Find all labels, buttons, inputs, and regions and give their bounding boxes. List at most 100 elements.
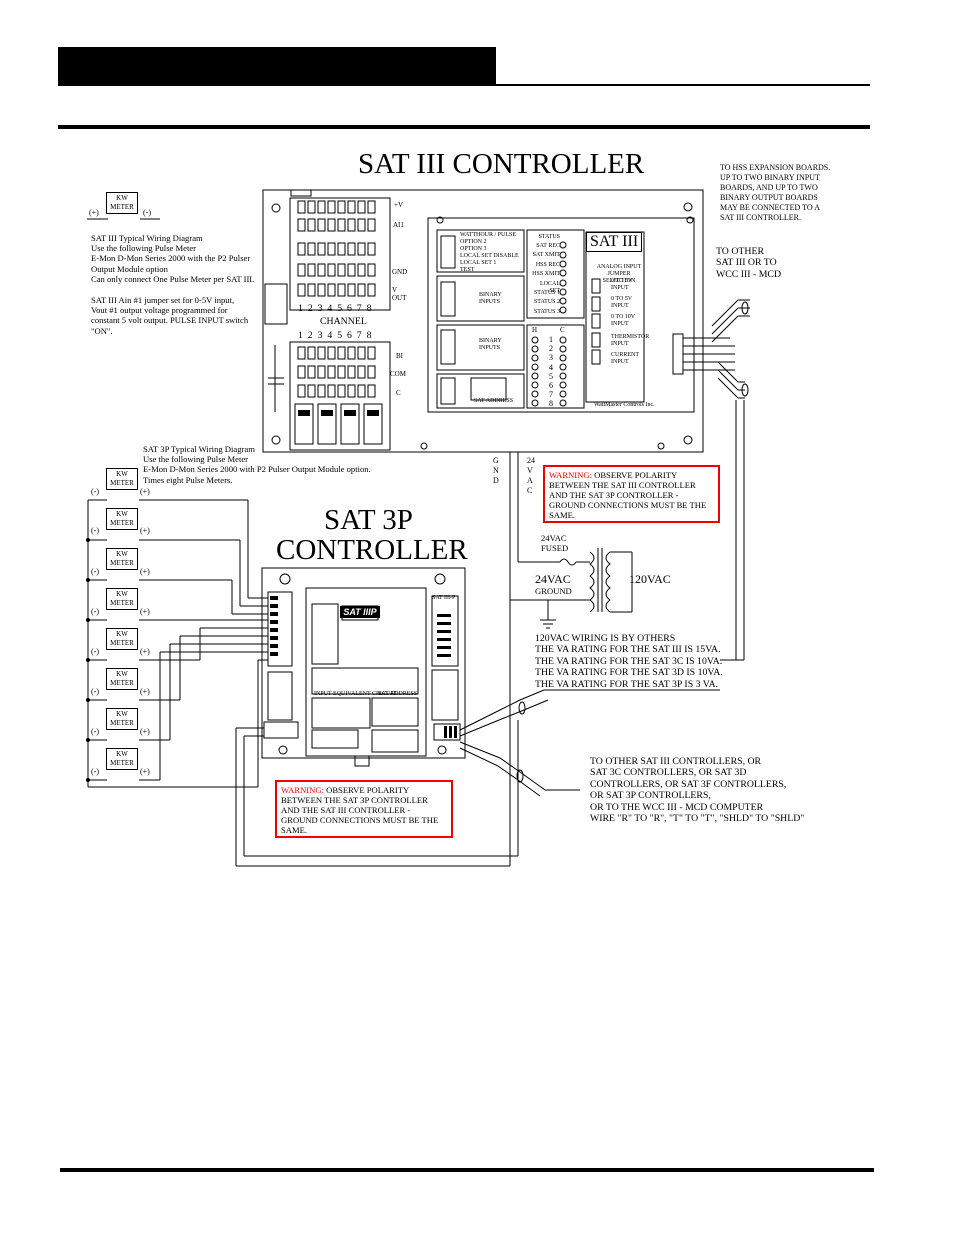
meter-line2: METER — [110, 203, 134, 211]
sat3-relay-number: 6 — [549, 380, 553, 390]
sat3-wiring-note: SAT III Typical Wiring Diagram Use the f… — [91, 233, 271, 284]
warning-word: WARNING: — [281, 785, 324, 795]
fused-line2: FUSED — [541, 543, 569, 554]
note-line: TO OTHER — [716, 246, 764, 257]
note-line: THE VA RATING FOR THE SAT III IS 15VA. — [535, 644, 721, 656]
sat3-status-led-label: STATUS 3 — [533, 308, 560, 315]
note-line: SAT III Typical Wiring Diagram — [91, 233, 203, 243]
meter-plus: (+) — [140, 567, 150, 576]
meter-plus: (+) — [140, 767, 150, 776]
warning-text: OBSERVE POLARITY BETWEEN THE SAT III CON… — [549, 470, 707, 520]
header-bar — [58, 47, 496, 84]
sat3-analog-option: CURRENT INPUT — [611, 352, 639, 365]
sat3-channel-numbers-top: 1 2 3 4 5 6 7 8 — [298, 303, 372, 314]
sat3-status-led-label: SAT XMIT — [532, 252, 560, 259]
meter-line2: METER — [110, 719, 134, 727]
note-line: WIRE "R" TO "R", "T" TO "T", "SHLD" TO "… — [590, 813, 805, 825]
sat3p-warning-box: WARNING: OBSERVE POLARITY BETWEEN THE SA… — [275, 780, 453, 838]
meter-line2: METER — [110, 599, 134, 607]
sat3-relay-number: 5 — [549, 371, 553, 381]
warning-word: WARNING: — [549, 470, 592, 480]
note-line: UP TO TWO BINARY INPUT — [720, 173, 820, 182]
meter-minus: (-) — [91, 607, 99, 616]
note-line: E-Mon D-Mon Series 2000 with the P2 Puls… — [91, 253, 251, 264]
sat3-jumper-note: SAT III Ain #1 jumper set for 0-5V input… — [91, 295, 271, 336]
sat3-status-led-label: STATUS 1 — [533, 289, 560, 296]
header-rule-thin — [58, 84, 870, 86]
sat3-ai-terminals — [297, 200, 376, 297]
sat3-board-outline — [262, 189, 704, 453]
sat3-terminal-vout: V OUT — [392, 286, 407, 302]
sat3p-meter-junctions — [86, 538, 90, 782]
sat3p-terminal-fills — [270, 596, 457, 738]
sat3-relay-numbers: 1 2 3 4 5 6 7 8 — [546, 335, 556, 409]
note-line: TO OTHER SAT III CONTROLLERS, OR — [590, 756, 762, 767]
note-line: OR SAT 3P CONTROLLERS, — [590, 790, 711, 802]
footer-rule — [60, 1168, 874, 1172]
sat3p-title-line1: SAT 3P — [324, 504, 413, 536]
bottom-note: TO OTHER SAT III CONTROLLERS, OR SAT 3C … — [590, 756, 830, 824]
sat3-terminal-ai1: AI1 — [393, 221, 404, 229]
meter-plus: (+) — [140, 487, 150, 496]
sat3p-corner-label: SAT III-P — [432, 595, 456, 601]
meter-plus: (+) — [140, 526, 150, 535]
sat3-terminal-com: COM — [390, 370, 406, 378]
sat3-ai-terminal-block — [289, 197, 391, 311]
sat3-c-label: C — [560, 326, 565, 334]
hss-note: TO HSS EXPANSION BOARDS. UP TO TWO BINAR… — [720, 163, 860, 223]
to-other-note: TO OTHER SAT III OR TO WCC III - MCD — [716, 246, 836, 280]
sat3p-address-label: SAT ADDRESS — [378, 691, 418, 697]
sat3-relay-number: 2 — [549, 344, 553, 354]
meter-line2: METER — [110, 679, 134, 687]
meter-plus: (+) — [140, 647, 150, 656]
note-line: 120VAC WIRING IS BY OTHERS — [535, 633, 676, 644]
meter-line2: METER — [110, 519, 134, 527]
sat3-terminal-c: C — [396, 389, 401, 397]
sat3p-title: SAT 3P CONTROLLER — [276, 505, 468, 566]
note-line: MAY BE CONNECTED TO A — [720, 203, 821, 212]
sat3-status-header: STATUS — [538, 234, 560, 240]
sat3-analog-jumper-title: ANALOG INPUT JUMPER SELECTION — [596, 264, 642, 284]
sat3-status-led-label: HSS XMIT — [532, 271, 560, 278]
meter-line2: METER — [110, 759, 134, 767]
meter-plus: (+) — [140, 687, 150, 696]
note-line: BOARDS, AND UP TO TWO — [720, 183, 818, 192]
sat3-relay-number: 7 — [549, 390, 553, 400]
meter-minus: (-) — [91, 767, 99, 776]
sat3-switch-label: OPTION 2 — [460, 239, 487, 245]
sat3-relay-number: 1 — [549, 335, 553, 344]
sat3-terminal-gnd: GND — [392, 268, 408, 276]
note-line: THE VA RATING FOR THE SAT 3P IS 3 VA. — [535, 678, 719, 690]
sat3p-input-circuit: INPUT EQUIVALENT CIRCUIT — [314, 691, 396, 697]
note-line: Use the following Pulse Meter — [91, 243, 197, 254]
primary-120vac: 120VAC — [629, 572, 671, 586]
sat3-channel-label: CHANNEL — [320, 316, 367, 327]
sat3-status-led-label: SAT REC — [536, 243, 560, 249]
meter-minus: (-) — [91, 526, 99, 535]
sat3-title: SAT III CONTROLLER — [358, 148, 645, 180]
sat3-badge: SAT III — [586, 232, 643, 252]
note-line: SAT III OR TO — [716, 257, 777, 269]
meter-plus: (+) — [140, 607, 150, 616]
meter-line1: KW — [116, 550, 128, 558]
note-line: TO HSS EXPANSION BOARDS. — [720, 163, 831, 172]
note-line: OR TO THE WCC III - MCD COMPUTER — [590, 801, 764, 813]
meter-line1: KW — [116, 750, 128, 758]
sat3-status-led-label: HSS REC — [535, 261, 560, 268]
note-line: SAT III CONTROLLER. — [720, 213, 801, 222]
meter-minus: (-) — [91, 487, 99, 496]
sat3-status-list: STATUS SAT REC SAT XMIT HSS REC HSS XMIT… — [530, 234, 560, 318]
meter-minus: (-) — [91, 647, 99, 656]
meter-line1: KW — [116, 194, 128, 202]
sat3-analog-option: 0 TO 5V INPUT — [611, 296, 633, 309]
meter-line2: METER — [110, 479, 134, 487]
note-line: Vout #1 output voltage programmed for — [91, 305, 228, 316]
meter-line2: METER — [110, 559, 134, 567]
note-line: SAT 3P Typical Wiring Diagram — [143, 444, 255, 454]
note-line: THE VA RATING FOR THE SAT 3D IS 10VA. — [535, 667, 723, 679]
sat3-address-label: SAT ADDRESS — [474, 398, 514, 404]
